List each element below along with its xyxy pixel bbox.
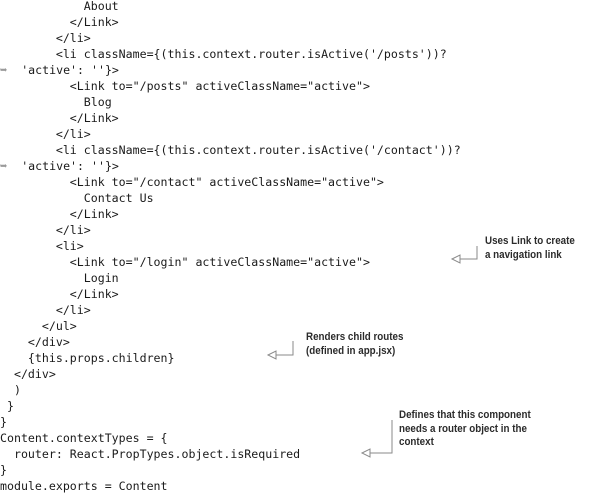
code-line-continued: ➥ 'active': ''}>	[0, 62, 119, 78]
code-line: Content.contextTypes = {	[0, 431, 168, 445]
code-line: }	[0, 415, 7, 429]
code-line: 'active': ''}>	[7, 159, 119, 173]
code-line: About	[0, 0, 119, 13]
code-line: </Link>	[0, 207, 119, 221]
code-line: </li>	[0, 127, 91, 141]
code-line: Contact Us	[0, 191, 154, 205]
code-line: {this.props.children}	[0, 351, 175, 365]
annotation-line: (defined in app.jsx)	[306, 344, 396, 357]
code-line: <Link to="/contact" activeClassName="act…	[0, 175, 384, 189]
code-line: </ul>	[0, 319, 77, 333]
annotation-line: Renders child routes	[306, 331, 404, 343]
annotation-link-navigation: Uses Link to create a navigation link	[485, 235, 575, 262]
code-line: <Link to="/login" activeClassName="activ…	[0, 255, 370, 269]
code-line: <li>	[0, 239, 84, 253]
annotation-line: needs a router object in the	[399, 422, 527, 435]
code-line: }	[0, 399, 14, 413]
code-line: router: React.PropTypes.object.isRequire…	[0, 447, 301, 461]
code-line: </Link>	[0, 15, 119, 29]
code-line: module.exports = Content	[0, 479, 168, 493]
code-line: )	[0, 383, 21, 397]
code-line: </Link>	[0, 287, 119, 301]
code-line: </li>	[0, 31, 91, 45]
code-line: <Link to="/posts" activeClassName="activ…	[0, 79, 370, 93]
code-line: </Link>	[0, 111, 119, 125]
annotation-line: context	[399, 436, 434, 448]
code-line: }	[0, 463, 7, 477]
annotation-line: Uses Link to create	[485, 235, 575, 247]
annotation-line: a navigation link	[485, 248, 562, 261]
code-line: </li>	[0, 223, 91, 237]
code-line: <li className={(this.context.router.isAc…	[0, 143, 461, 157]
code-line: Login	[0, 271, 119, 285]
code-line: Blog	[0, 95, 112, 109]
code-line: </li>	[0, 303, 91, 317]
code-line-continued: ➥ 'active': ''}>	[0, 158, 119, 174]
code-line: <li className={(this.context.router.isAc…	[0, 47, 447, 61]
annotation-child-routes: Renders child routes (defined in app.jsx…	[306, 331, 403, 358]
continuation-arrow-icon: ➥	[0, 63, 8, 77]
annotation-context-types: Defines that this component needs a rout…	[399, 409, 531, 450]
code-line: </div>	[0, 367, 56, 381]
code-line: </div>	[0, 335, 70, 349]
continuation-arrow-icon: ➥	[0, 159, 8, 173]
annotation-line: Defines that this component	[399, 409, 531, 421]
code-line: 'active': ''}>	[7, 63, 119, 77]
